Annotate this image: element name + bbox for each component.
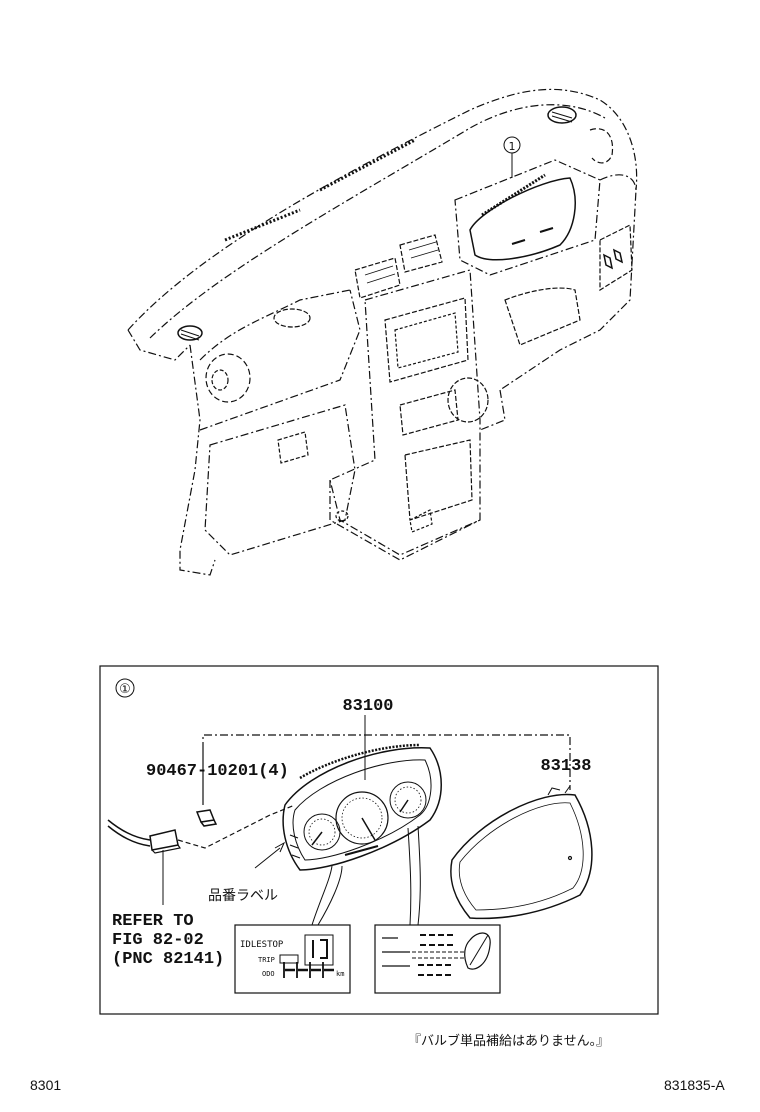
lcd-panel-left: [234, 924, 351, 994]
refer-line-1: REFER TO: [112, 912, 194, 931]
detail-frame: [99, 665, 659, 1015]
callout-marker: ①: [119, 682, 131, 697]
dashboard-illustration: 1: [127, 88, 638, 576]
screw-drawing: [195, 809, 218, 827]
part-number-label: 品番ラベル: [208, 888, 278, 904]
refer-line-2: FIG 82-02: [112, 931, 204, 950]
part-number-screw: 90467-10201(4): [146, 762, 289, 781]
connector-drawing: [107, 804, 296, 905]
lcd-km-text: km: [336, 970, 344, 978]
footer-right-code: 831835-A: [664, 1077, 725, 1093]
lcd-odo-text: ODO: [262, 970, 275, 978]
lcd-panel-right: [374, 924, 501, 994]
part-number-83100: 83100: [342, 697, 393, 716]
footer-left-code: 8301: [30, 1077, 62, 1093]
part-number-83138: 83138: [540, 757, 591, 776]
lcd-idlestop-text: IDLESTOP: [240, 940, 284, 950]
lcd-trip-text: TRIP: [258, 956, 275, 964]
svg-text:1: 1: [509, 140, 516, 153]
refer-line-3: (PNC 82141): [112, 950, 224, 969]
lens-drawing: [450, 785, 593, 920]
combination-meter-drawing: [254, 743, 442, 926]
bulb-note: 『バルブ単品補給はありません。』: [408, 1034, 610, 1049]
